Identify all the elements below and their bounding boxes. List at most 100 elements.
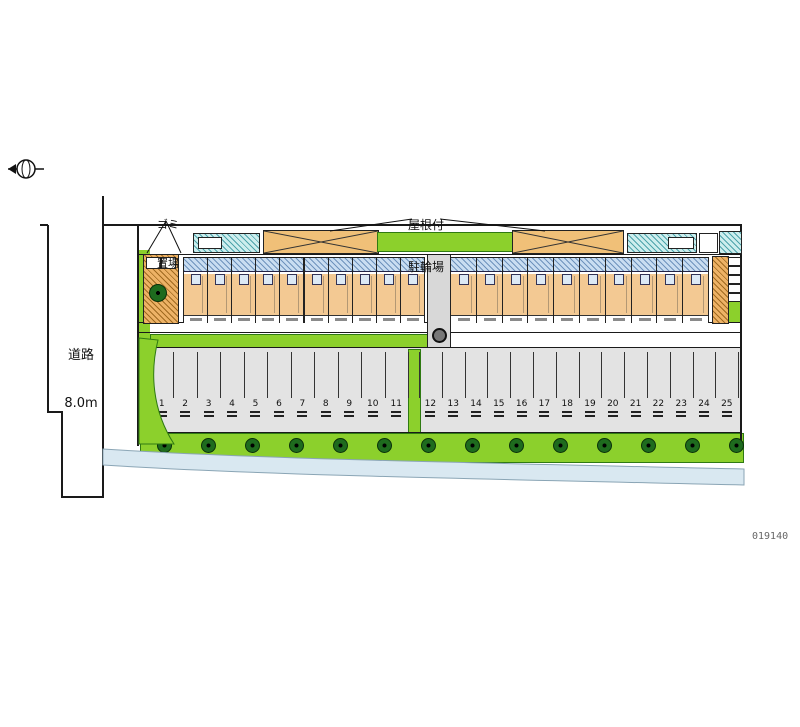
unit-number-mark (285, 318, 298, 321)
parking-stall-number: 20 (601, 399, 624, 417)
meter-box (728, 266, 741, 275)
manhole-icon (432, 328, 447, 343)
stall-divider-line (465, 352, 466, 398)
unit-number-mark (261, 318, 274, 321)
garbage-area (143, 254, 179, 324)
garbage-inner-box (161, 257, 176, 269)
parking-stall-number: 23 (670, 399, 693, 417)
stall-dash-mark (562, 415, 573, 417)
unit-door (484, 274, 495, 285)
unit-number-plate (477, 318, 502, 326)
unit-number-plate (632, 318, 657, 326)
apartment-unit (502, 257, 529, 326)
unit-number-plate (580, 318, 605, 326)
unit-body (329, 274, 352, 316)
unit-number-mark (560, 318, 573, 321)
unit-door (214, 274, 225, 285)
stall-divider-line (442, 352, 443, 398)
unit-door (335, 274, 346, 285)
stall-dash-mark (721, 411, 732, 413)
parking-stall-number: 5 (244, 399, 267, 417)
unit-balcony (503, 258, 528, 272)
unit-number-mark (612, 318, 625, 321)
tree-icon (685, 438, 700, 453)
stall-divider-line (244, 352, 245, 398)
garbage-label-line2: 置場 (157, 257, 179, 270)
stall-dash-mark (676, 415, 687, 417)
unit-body (256, 274, 279, 316)
tree-icon (729, 438, 744, 453)
bike-label-line2: 駐輪場 (407, 260, 444, 274)
unit-number-mark (638, 318, 651, 321)
stall-dash-mark (180, 415, 191, 417)
stall-divider-line (647, 352, 648, 398)
stall-dash-mark (367, 411, 378, 413)
roof-cross-brace-icon (513, 231, 623, 253)
stall-divider-line (556, 352, 557, 398)
stall-dash-mark (493, 415, 504, 417)
parking-stall-number: 18 (556, 399, 579, 417)
unit-number-mark (534, 318, 547, 321)
unit-number-plate (683, 318, 708, 326)
garbage-label-line1: ゴミ (157, 218, 179, 231)
lawn-strip-under-building (150, 334, 429, 348)
unit-number-plate (528, 318, 553, 326)
stall-dash-mark (562, 411, 573, 413)
site-boundary-left (137, 224, 139, 446)
road-tick-top (40, 224, 48, 226)
unit-door (664, 274, 675, 285)
stall-dash-mark (539, 411, 550, 413)
covered-bike-parking-label: 屋根付 駐輪場 (394, 190, 458, 302)
stall-divider-line (173, 352, 174, 398)
parking-stall-number: 19 (579, 399, 602, 417)
unit-number-plate (377, 318, 400, 326)
stall-divider-line (487, 352, 488, 398)
bike-label-line1: 屋根付 (407, 218, 444, 232)
stall-dash-mark (226, 411, 237, 413)
tree-icon (641, 438, 656, 453)
stall-dash-mark (273, 411, 284, 413)
road-edge-left (47, 225, 49, 412)
unit-balcony (606, 258, 631, 272)
lawn-strip-right-edge (729, 300, 741, 322)
apartment-unit (400, 257, 425, 326)
road-label-line1: 道路 (67, 348, 94, 363)
stall-divider-line (220, 352, 221, 398)
apartment-unit (527, 257, 554, 326)
unit-body (208, 274, 231, 316)
stall-dash-mark (344, 411, 355, 413)
stall-divider-line (738, 352, 739, 398)
unit-balcony (632, 258, 657, 272)
stall-dash-mark (470, 411, 481, 413)
tree-icon (245, 438, 260, 453)
stall-dash-mark (320, 415, 331, 417)
stall-dash-mark (516, 415, 527, 417)
hatched-structure-left (193, 233, 260, 253)
stall-dash-mark (180, 411, 191, 413)
unit-number-plate (208, 318, 231, 326)
meter-box (728, 257, 741, 266)
stall-dash-mark (448, 411, 459, 413)
unit-door (587, 274, 598, 285)
meter-box (728, 275, 741, 284)
tree-icon (377, 438, 392, 453)
stall-dash-mark (297, 411, 308, 413)
unit-balcony (329, 258, 352, 272)
unit-door (690, 274, 701, 285)
parking-stall-number: 16 (510, 399, 533, 417)
parking-stall-number: 2 (173, 399, 196, 417)
stall-divider-line (579, 352, 580, 398)
right-hatched-strip (712, 256, 729, 324)
stall-divider-line (150, 352, 151, 398)
tree-icon (149, 284, 167, 302)
apartment-unit (255, 257, 280, 326)
unit-balcony (401, 258, 424, 272)
unit-number-plate (232, 318, 255, 326)
unit-balcony (353, 258, 376, 272)
stall-dash-mark (539, 415, 550, 417)
unit-door (383, 274, 394, 285)
small-structure-box (699, 233, 718, 253)
unit-body (554, 274, 579, 316)
stall-dash-mark (320, 411, 331, 413)
